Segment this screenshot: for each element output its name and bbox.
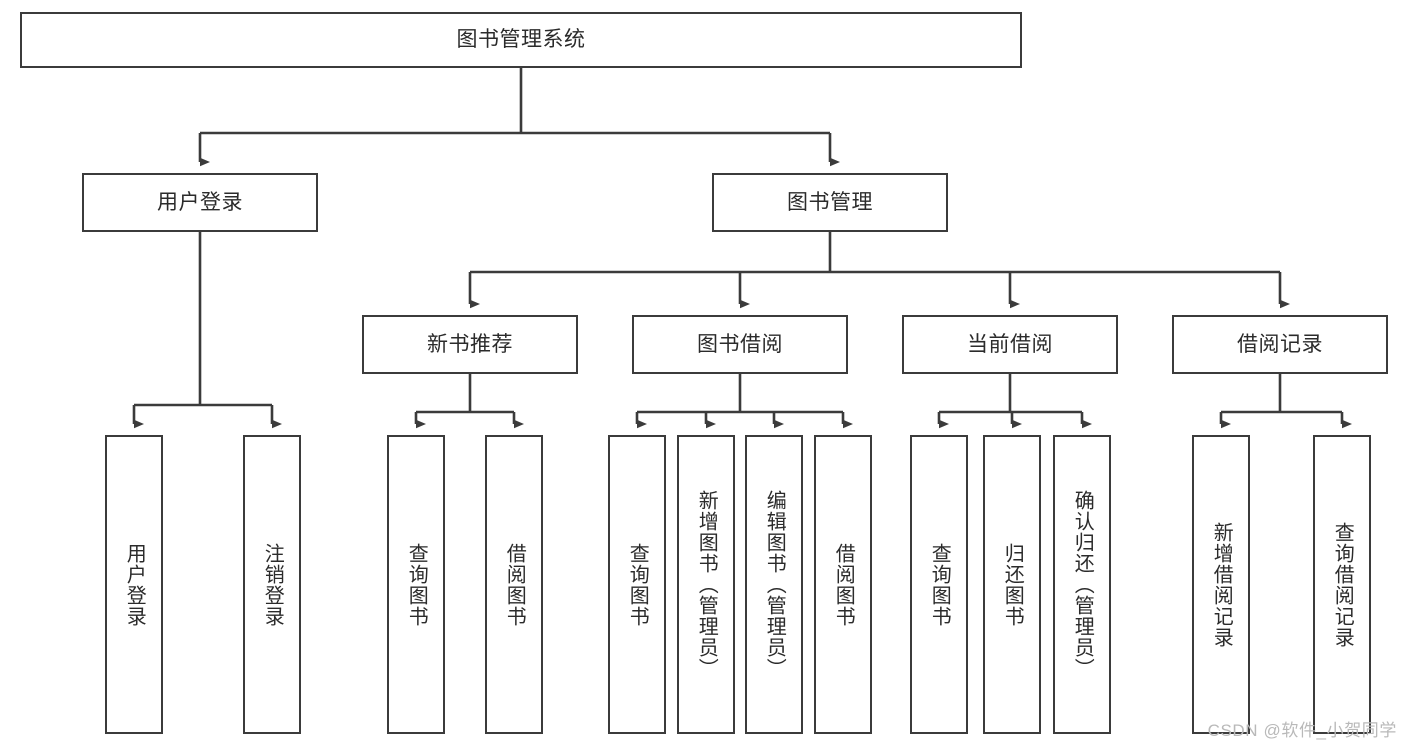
node-borrow-record[interactable]: 借阅记录 (1172, 315, 1388, 374)
node-leaf-add-borrow-record[interactable]: 新增借阅记录 (1192, 435, 1250, 734)
node-leaf-query-book-current-label: 查询图书 (928, 542, 951, 627)
node-leaf-add-book-label: 新增图书（管理员） (695, 490, 718, 679)
node-book-manage-label: 图书管理 (787, 190, 873, 214)
node-leaf-add-borrow-record-label: 新增借阅记录 (1210, 521, 1233, 648)
node-leaf-user-login[interactable]: 用户登录 (105, 435, 163, 734)
node-leaf-edit-book-label: 编辑图书（管理员） (763, 490, 786, 679)
node-user-login-label: 用户登录 (157, 190, 243, 214)
node-leaf-user-login-label: 用户登录 (123, 542, 146, 627)
node-borrow-record-label: 借阅记录 (1237, 332, 1323, 356)
node-leaf-borrow-book-rec-label: 借阅图书 (503, 542, 526, 627)
node-leaf-return-book-label: 归还图书 (1001, 542, 1024, 627)
node-leaf-confirm-return[interactable]: 确认归还（管理员） (1053, 435, 1111, 734)
node-leaf-return-book[interactable]: 归还图书 (983, 435, 1041, 734)
node-leaf-borrow-book[interactable]: 借阅图书 (814, 435, 872, 734)
node-current-borrow[interactable]: 当前借阅 (902, 315, 1118, 374)
node-root[interactable]: 图书管理系统 (20, 12, 1022, 68)
node-leaf-borrow-book-label: 借阅图书 (832, 542, 855, 627)
node-leaf-query-book-borrow[interactable]: 查询图书 (608, 435, 666, 734)
node-leaf-logout[interactable]: 注销登录 (243, 435, 301, 734)
node-leaf-borrow-book-rec[interactable]: 借阅图书 (485, 435, 543, 734)
node-leaf-query-book-rec[interactable]: 查询图书 (387, 435, 445, 734)
node-leaf-query-book-borrow-label: 查询图书 (626, 542, 649, 627)
node-new-book-recommend-label: 新书推荐 (427, 332, 513, 356)
node-current-borrow-label: 当前借阅 (967, 332, 1053, 356)
watermark-text: CSDN @软件_小贺同学 (1207, 721, 1397, 740)
node-leaf-logout-label: 注销登录 (261, 542, 284, 627)
node-book-borrow[interactable]: 图书借阅 (632, 315, 848, 374)
node-leaf-confirm-return-label: 确认归还（管理员） (1071, 490, 1094, 679)
node-new-book-recommend[interactable]: 新书推荐 (362, 315, 578, 374)
node-user-login[interactable]: 用户登录 (82, 173, 318, 232)
node-leaf-query-book-rec-label: 查询图书 (405, 542, 428, 627)
node-leaf-query-borrow-record-label: 查询借阅记录 (1331, 521, 1354, 648)
node-leaf-query-borrow-record[interactable]: 查询借阅记录 (1313, 435, 1371, 734)
node-root-label: 图书管理系统 (456, 28, 586, 52)
node-leaf-edit-book[interactable]: 编辑图书（管理员） (745, 435, 803, 734)
node-book-manage[interactable]: 图书管理 (712, 173, 948, 232)
node-leaf-query-book-current[interactable]: 查询图书 (910, 435, 968, 734)
node-leaf-add-book[interactable]: 新增图书（管理员） (677, 435, 735, 734)
node-book-borrow-label: 图书借阅 (697, 332, 783, 356)
